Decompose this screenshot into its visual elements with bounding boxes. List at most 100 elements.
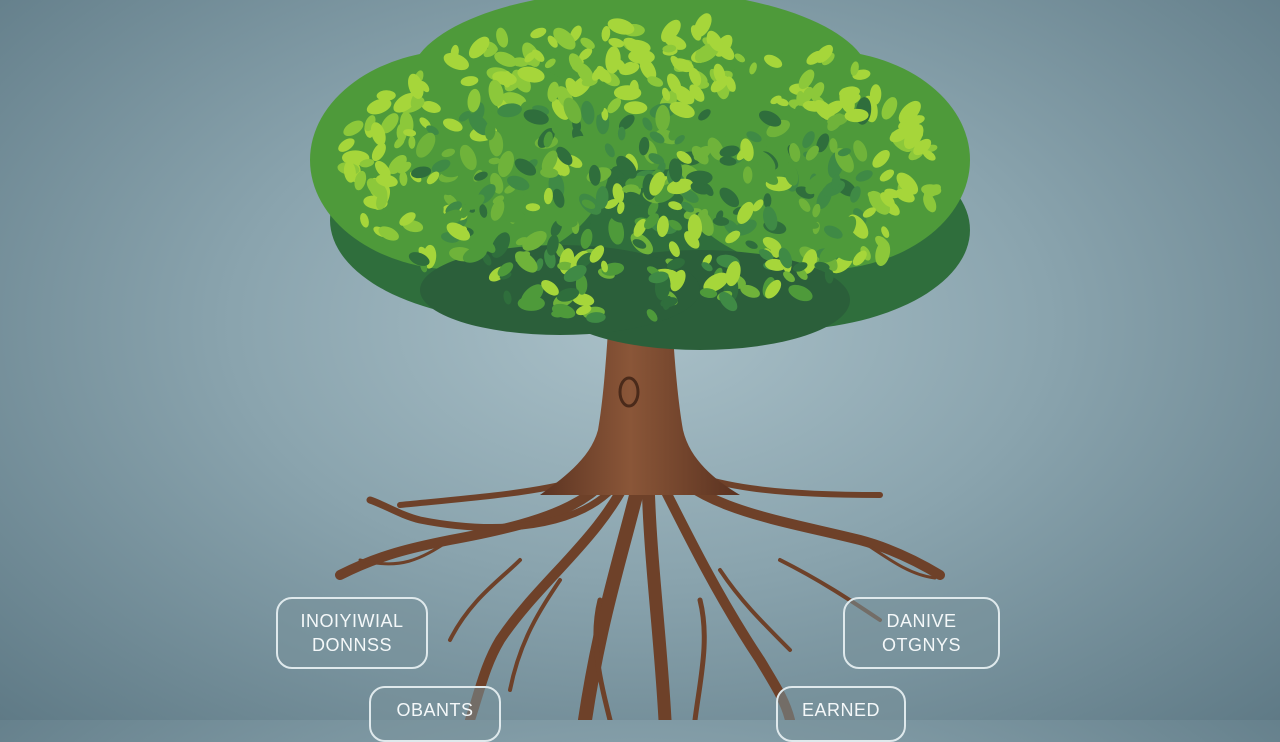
leaf (388, 154, 407, 175)
leaf (484, 121, 496, 141)
leaf (568, 53, 584, 74)
leaf (370, 122, 386, 146)
leaf (468, 36, 490, 59)
leaf (674, 135, 685, 145)
leaf (360, 212, 369, 228)
leaf (433, 200, 444, 219)
leaf (547, 81, 560, 102)
leaf (681, 189, 699, 203)
leaf (740, 138, 754, 162)
leaf (506, 193, 525, 216)
leaf (426, 171, 440, 185)
leaf (789, 143, 801, 162)
leaf (611, 213, 626, 223)
leaf (770, 241, 780, 258)
leaf (879, 169, 895, 182)
leaf (517, 66, 545, 83)
leaf (706, 30, 724, 52)
leaf (924, 184, 941, 198)
leaf (416, 132, 436, 158)
leaf (503, 290, 512, 305)
leaf (684, 231, 700, 249)
leaf (491, 232, 511, 258)
leaf (783, 271, 795, 283)
label-line: OBANTS (396, 700, 474, 720)
leaf (421, 101, 441, 113)
leaf (703, 272, 729, 293)
leaf (488, 79, 504, 107)
label-line: DONNSS (311, 635, 392, 655)
leaf (551, 99, 570, 120)
leaf (686, 170, 713, 186)
leaf (604, 143, 615, 158)
label-donor-groups: DANIVE OTGNYS (843, 597, 1000, 669)
leaf (853, 208, 867, 224)
leaf (397, 161, 412, 174)
tree-illustration (310, 0, 970, 720)
leaf (669, 101, 695, 119)
leaf (681, 201, 695, 213)
leaf (378, 226, 399, 241)
leaf (805, 145, 819, 161)
leaf (746, 131, 762, 143)
leaf (601, 25, 611, 42)
leaf (497, 103, 522, 118)
leaf (446, 222, 471, 241)
leaf (755, 150, 776, 173)
leaf (497, 262, 514, 277)
label-line: DANIVE (886, 611, 957, 631)
leaf (556, 146, 573, 166)
leaf (547, 35, 558, 48)
leaf (837, 148, 851, 157)
leaf (541, 150, 558, 173)
leaf (792, 262, 808, 272)
leaf (922, 149, 936, 161)
leaf (468, 139, 482, 151)
leaf (496, 27, 509, 48)
leaf (819, 242, 844, 263)
leaf (490, 199, 505, 221)
canopy (310, 0, 970, 350)
leaf (745, 240, 758, 249)
leaf (474, 171, 488, 181)
leaf (632, 239, 647, 249)
leaf (380, 113, 399, 134)
leaf (441, 148, 456, 158)
leaf (616, 155, 637, 179)
foliage-mass (420, 245, 700, 335)
leaf (623, 101, 648, 115)
leaf (668, 158, 683, 183)
leaf (520, 284, 544, 307)
leaf (743, 166, 753, 184)
leaf (625, 191, 645, 206)
leaf (371, 142, 386, 162)
leaf (601, 260, 608, 273)
leaf (844, 108, 869, 123)
leaf (612, 183, 625, 203)
leaf (399, 171, 408, 186)
leaf (366, 98, 392, 115)
leaf (572, 292, 595, 307)
leaf (829, 138, 838, 153)
leaf (644, 213, 659, 230)
leaf (419, 81, 430, 93)
label-grants: OBANTS (369, 686, 501, 742)
leaf (823, 100, 844, 116)
leaf (338, 138, 355, 152)
leaf (713, 170, 728, 179)
leaf (725, 230, 741, 244)
leaf (719, 145, 740, 158)
leaf (403, 129, 417, 137)
leaf (798, 198, 811, 212)
leaf (909, 115, 925, 125)
leaf (775, 197, 790, 208)
leaf (459, 144, 477, 171)
leaf (608, 217, 625, 245)
leaf (668, 219, 682, 231)
leaf (827, 113, 844, 131)
leaf (855, 170, 873, 182)
leaf (862, 207, 876, 218)
leaf (626, 39, 651, 54)
leaf (343, 120, 364, 137)
leaf (460, 76, 479, 87)
